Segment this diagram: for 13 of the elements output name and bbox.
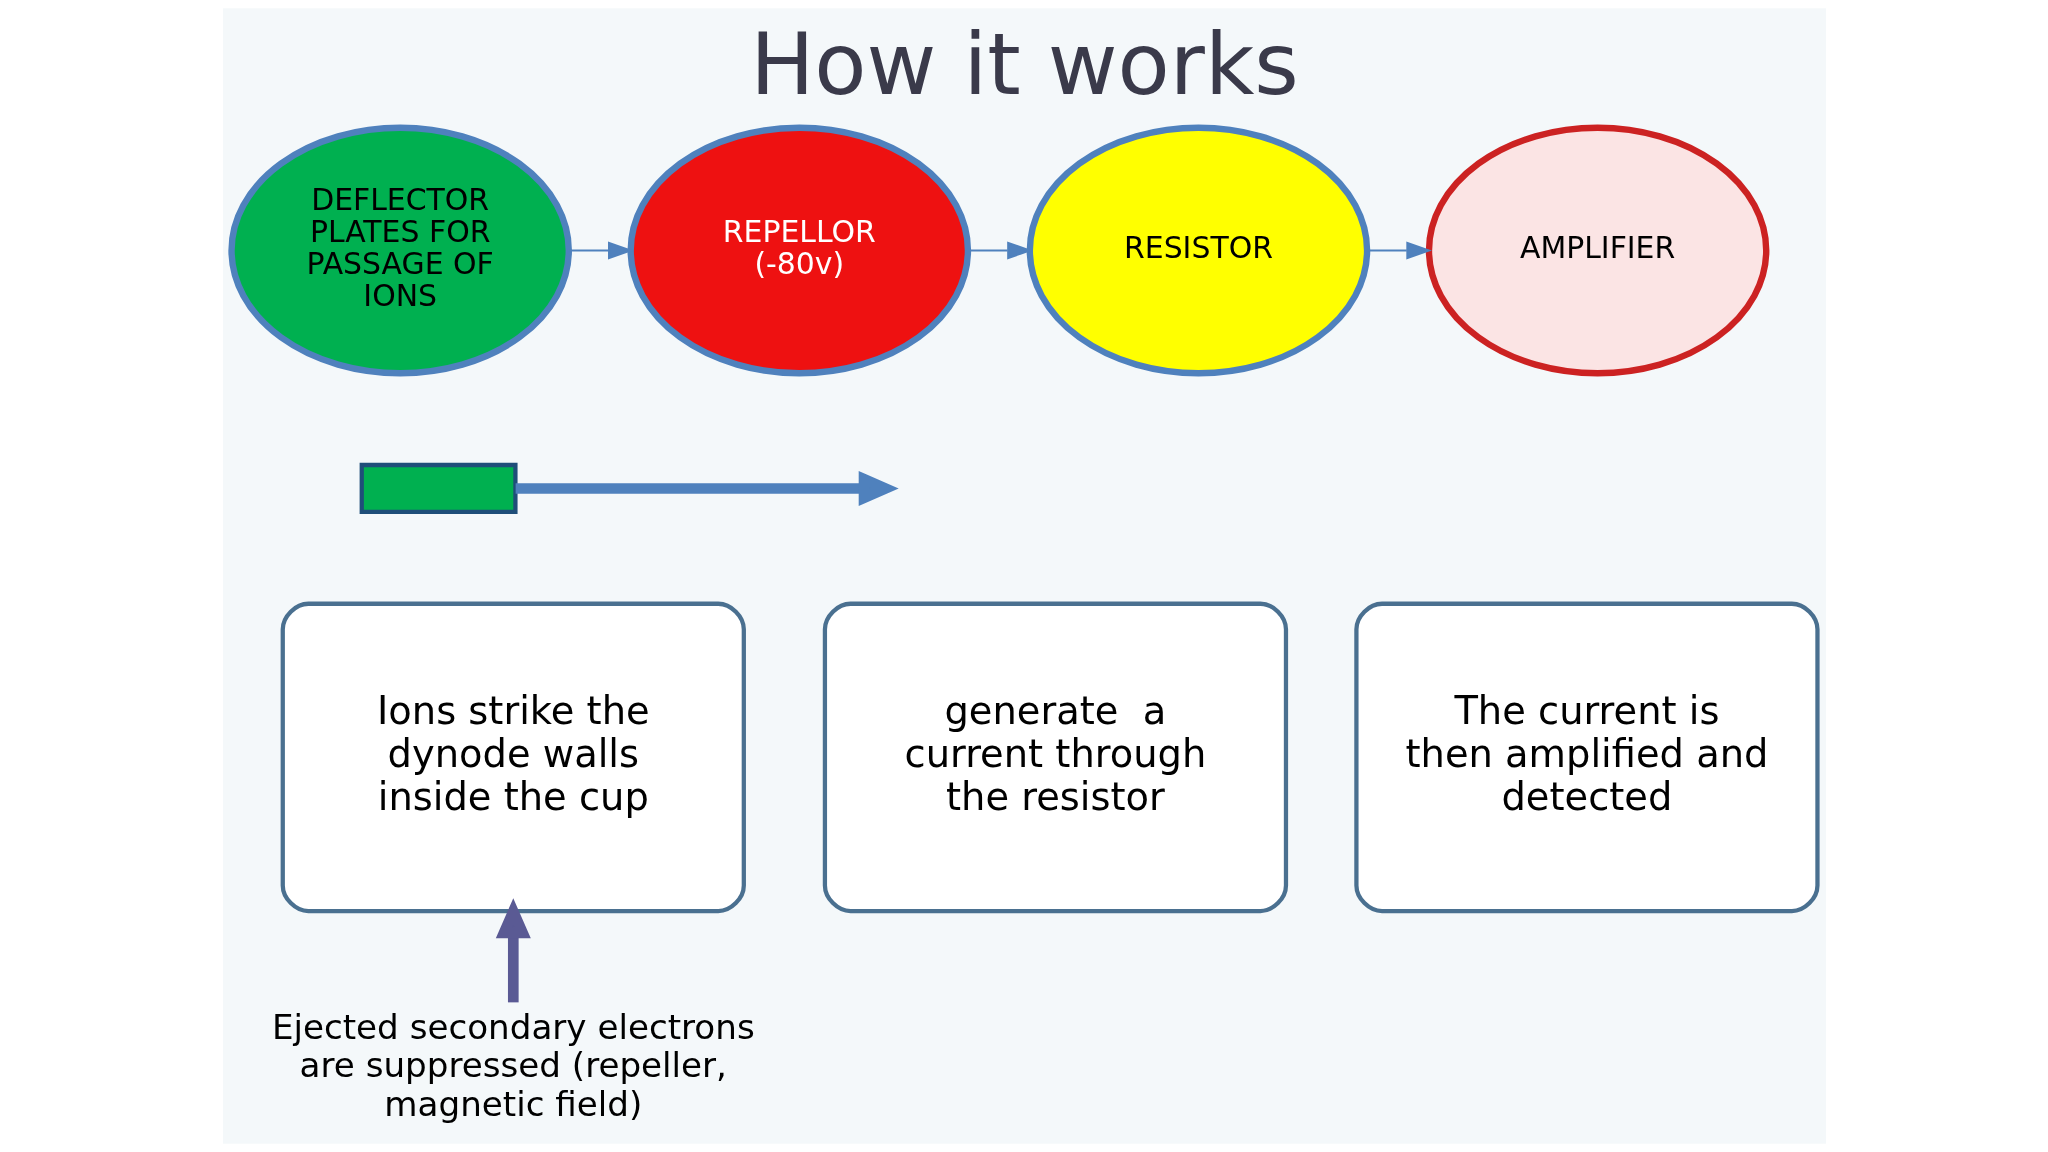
arrow bbox=[515, 470, 899, 506]
node-box: Ions strike the dynode walls inside the cup bbox=[280, 601, 746, 914]
node-ellipse: AMPLIFIER bbox=[1425, 124, 1769, 377]
node-box: The current is then amplified and detected bbox=[1353, 601, 1820, 914]
node-ellipse: REPELLOR (-80v) bbox=[627, 124, 971, 377]
arrow bbox=[495, 898, 531, 1003]
arrow bbox=[1367, 241, 1432, 260]
node-text: Ejected secondary electrons are suppressed (repeller, magnetic field) bbox=[271, 1006, 755, 1124]
node-ellipse: DEFLECTOR PLATES FOR PASSAGE OF IONS bbox=[227, 124, 572, 377]
node-box: generate a current through the resistor bbox=[822, 601, 1288, 914]
diagram-title: How it works bbox=[749, 14, 1299, 114]
node-ellipse: RESISTOR bbox=[1026, 124, 1370, 377]
node-box bbox=[359, 462, 518, 515]
